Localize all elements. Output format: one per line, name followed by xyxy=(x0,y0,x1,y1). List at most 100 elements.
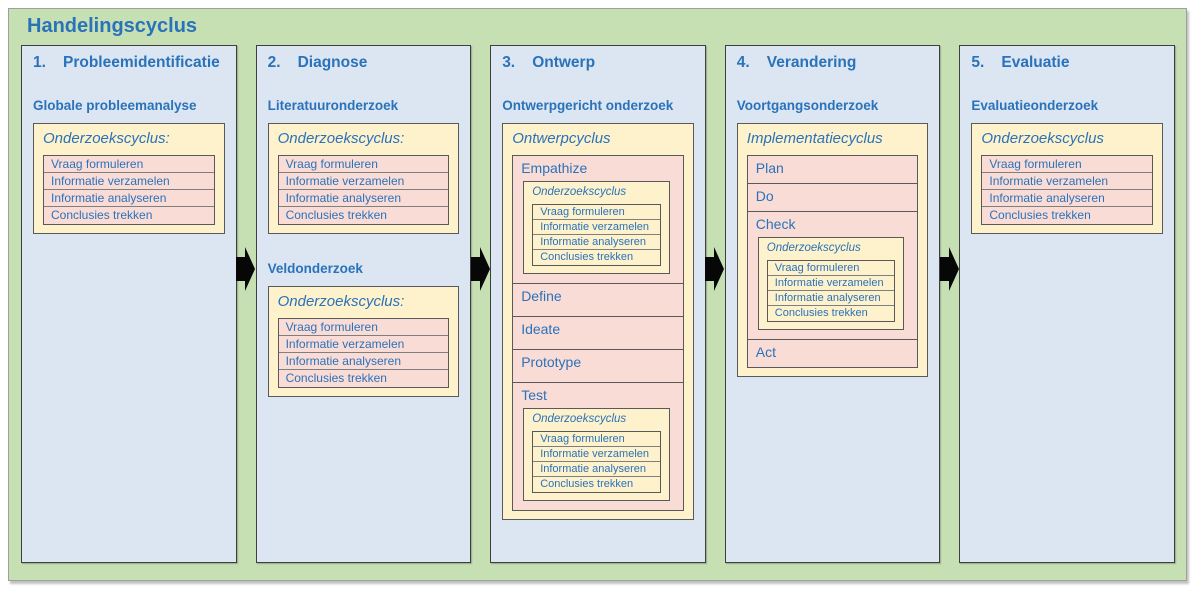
stage-empathize: Empathize Onderzoekscyclus Vraag formule… xyxy=(513,156,683,284)
cycle-step: Informatie verzamelen xyxy=(533,220,660,235)
research-cycle-box: Onderzoekscyclus: Vraag formuleren Infor… xyxy=(267,123,460,234)
stage-prototype: Prototype xyxy=(513,350,683,383)
phase-panel-diagnose: 2. Diagnose Literatuuronderzoek Onderzoe… xyxy=(255,45,472,563)
phase-title: 1. Probleemidentificatie xyxy=(33,53,225,72)
cycle-steps: Vraag formuleren Informatie verzamelen I… xyxy=(532,204,661,266)
stage-test: Test Onderzoekscyclus Vraag formuleren I… xyxy=(513,383,683,510)
cycle-steps: Vraag formuleren Informatie verzamelen I… xyxy=(981,155,1153,225)
right-arrow-icon xyxy=(236,247,255,291)
phase-title: 2. Diagnose xyxy=(268,53,460,72)
cycle-step: Vraag formuleren xyxy=(982,156,1152,173)
stage-act: Act xyxy=(747,340,918,367)
right-arrow-icon xyxy=(940,247,959,291)
cycle-label: Onderzoekscyclus xyxy=(981,130,1104,147)
cycle-step: Vraag formuleren xyxy=(767,261,895,276)
cycle-step: Informatie verzamelen xyxy=(278,336,449,353)
cycle-step: Informatie verzamelen xyxy=(44,173,214,190)
stage-label: Act xyxy=(755,344,777,360)
phase-panel-evaluatie: 5. Evaluatie Evaluatieonderzoek Onderzoe… xyxy=(959,45,1175,563)
stage-ideate: Ideate xyxy=(513,317,683,350)
cycle-step: Conclusies trekken xyxy=(767,306,895,321)
cycle-label: Onderzoekscyclus xyxy=(532,413,627,425)
cycle-label: Onderzoekscyclus xyxy=(532,186,627,198)
phase-number: 1. xyxy=(33,54,46,71)
section-heading: Voortgangsonderzoek xyxy=(736,98,879,113)
section-heading: Evaluatieonderzoek xyxy=(971,98,1099,113)
cycle-label: Onderzoekscyclus: xyxy=(277,130,405,147)
right-arrow-icon xyxy=(471,247,490,291)
cycle-steps: Vraag formuleren Informatie verzamelen I… xyxy=(43,155,215,225)
cycle-step: Informatie analyseren xyxy=(278,353,449,370)
phase-panel-ontwerp: 3. Ontwerp Ontwerpgericht onderzoek Ontw… xyxy=(490,45,706,563)
stage-plan: Plan xyxy=(747,156,918,184)
implementation-cycle-box: Implementatiecyclus Plan Do Check Onderz… xyxy=(736,123,929,377)
cycle-step: Vraag formuleren xyxy=(533,205,660,220)
section-heading: Literatuuronderzoek xyxy=(267,98,399,113)
cycle-steps: Vraag formuleren Informatie verzamelen I… xyxy=(766,260,896,322)
stage-label: Define xyxy=(521,288,562,304)
cycle-step: Conclusies trekken xyxy=(278,370,449,387)
phase-name: Ontwerp xyxy=(532,54,596,71)
diagram-title: Handelingscyclus xyxy=(27,15,198,37)
cycle-step: Informatie analyseren xyxy=(278,190,449,207)
section-heading: Ontwerpgericht onderzoek xyxy=(502,98,674,113)
cycle-step: Informatie analyseren xyxy=(533,235,660,250)
cycle-step: Conclusies trekken xyxy=(533,477,660,492)
cycle-label: Implementatiecyclus xyxy=(746,130,883,147)
stage-label: Do xyxy=(755,188,774,204)
stage-label: Empathize xyxy=(521,160,588,176)
stage-check: Check Onderzoekscyclus Vraag formuleren … xyxy=(747,212,918,340)
stage-define: Define xyxy=(513,284,683,317)
research-cycle-box: Onderzoekscyclus: Vraag formuleren Infor… xyxy=(267,286,460,397)
cycle-steps: Vraag formuleren Informatie verzamelen I… xyxy=(277,318,450,388)
phase-number: 3. xyxy=(502,54,516,71)
phase-panel-verandering: 4. Verandering Voortgangsonderzoek Imple… xyxy=(724,45,941,563)
phase-number: 5. xyxy=(971,54,985,71)
cycle-step: Conclusies trekken xyxy=(533,250,660,265)
cycle-step: Conclusies trekken xyxy=(982,207,1152,224)
cycle-step: Informatie analyseren xyxy=(767,291,895,306)
cycle-step: Informatie analyseren xyxy=(44,190,214,207)
phase-title: 5. Evaluatie xyxy=(971,53,1163,72)
phase-number: 4. xyxy=(736,54,750,71)
cycle-step: Conclusies trekken xyxy=(278,207,449,224)
cycle-step: Informatie verzamelen xyxy=(982,173,1152,190)
stage-label: Plan xyxy=(755,160,784,176)
phase-number: 2. xyxy=(267,54,281,71)
right-arrow-icon xyxy=(705,247,724,291)
section-heading: Globale probleemanalyse xyxy=(33,98,197,113)
phase-name: Probleemidentificatie xyxy=(63,54,220,71)
phase-name: Evaluatie xyxy=(1001,54,1070,71)
handelingscyclus-frame: Handelingscyclus 1. Probleemidentificati… xyxy=(8,8,1187,581)
stage-label: Ideate xyxy=(521,321,561,337)
phase-name: Verandering xyxy=(766,54,857,71)
phase-title: 4. Verandering xyxy=(737,53,929,72)
research-cycle-box: Onderzoekscyclus Vraag formuleren Inform… xyxy=(971,123,1163,234)
phase-name: Diagnose xyxy=(297,54,368,71)
section-heading: Veldonderzoek xyxy=(267,261,363,276)
phase-panel-probleemidentificatie: 1. Probleemidentificatie Globale problee… xyxy=(21,45,237,563)
research-cycle-box: Onderzoekscyclus Vraag formuleren Inform… xyxy=(757,237,905,330)
design-stages: Empathize Onderzoekscyclus Vraag formule… xyxy=(512,155,684,511)
cycle-step: Informatie verzamelen xyxy=(278,173,449,190)
design-cycle-box: Ontwerpcyclus Empathize Onderzoekscyclus… xyxy=(502,123,694,520)
cycle-steps: Vraag formuleren Informatie verzamelen I… xyxy=(277,155,450,225)
cycle-label: Onderzoekscyclus: xyxy=(43,130,170,147)
cycle-step: Vraag formuleren xyxy=(278,156,449,173)
cycle-label: Onderzoekscyclus: xyxy=(277,293,405,310)
phase-columns: 1. Probleemidentificatie Globale problee… xyxy=(21,45,1175,563)
cycle-step: Vraag formuleren xyxy=(278,319,449,336)
cycle-step: Informatie verzamelen xyxy=(767,276,895,291)
stage-do: Do xyxy=(747,184,918,212)
research-cycle-box: Onderzoekscyclus Vraag formuleren Inform… xyxy=(523,181,670,274)
stage-label: Check xyxy=(755,216,796,232)
cycle-steps: Vraag formuleren Informatie verzamelen I… xyxy=(532,431,661,493)
cycle-label: Onderzoekscyclus xyxy=(766,242,861,254)
cycle-step: Informatie analyseren xyxy=(533,462,660,477)
cycle-step: Informatie analyseren xyxy=(982,190,1152,207)
phase-title: 3. Ontwerp xyxy=(502,53,694,72)
cycle-step: Conclusies trekken xyxy=(44,207,214,224)
research-cycle-box: Onderzoekscyclus Vraag formuleren Inform… xyxy=(523,408,670,501)
research-cycle-box: Onderzoekscyclus: Vraag formuleren Infor… xyxy=(33,123,225,234)
